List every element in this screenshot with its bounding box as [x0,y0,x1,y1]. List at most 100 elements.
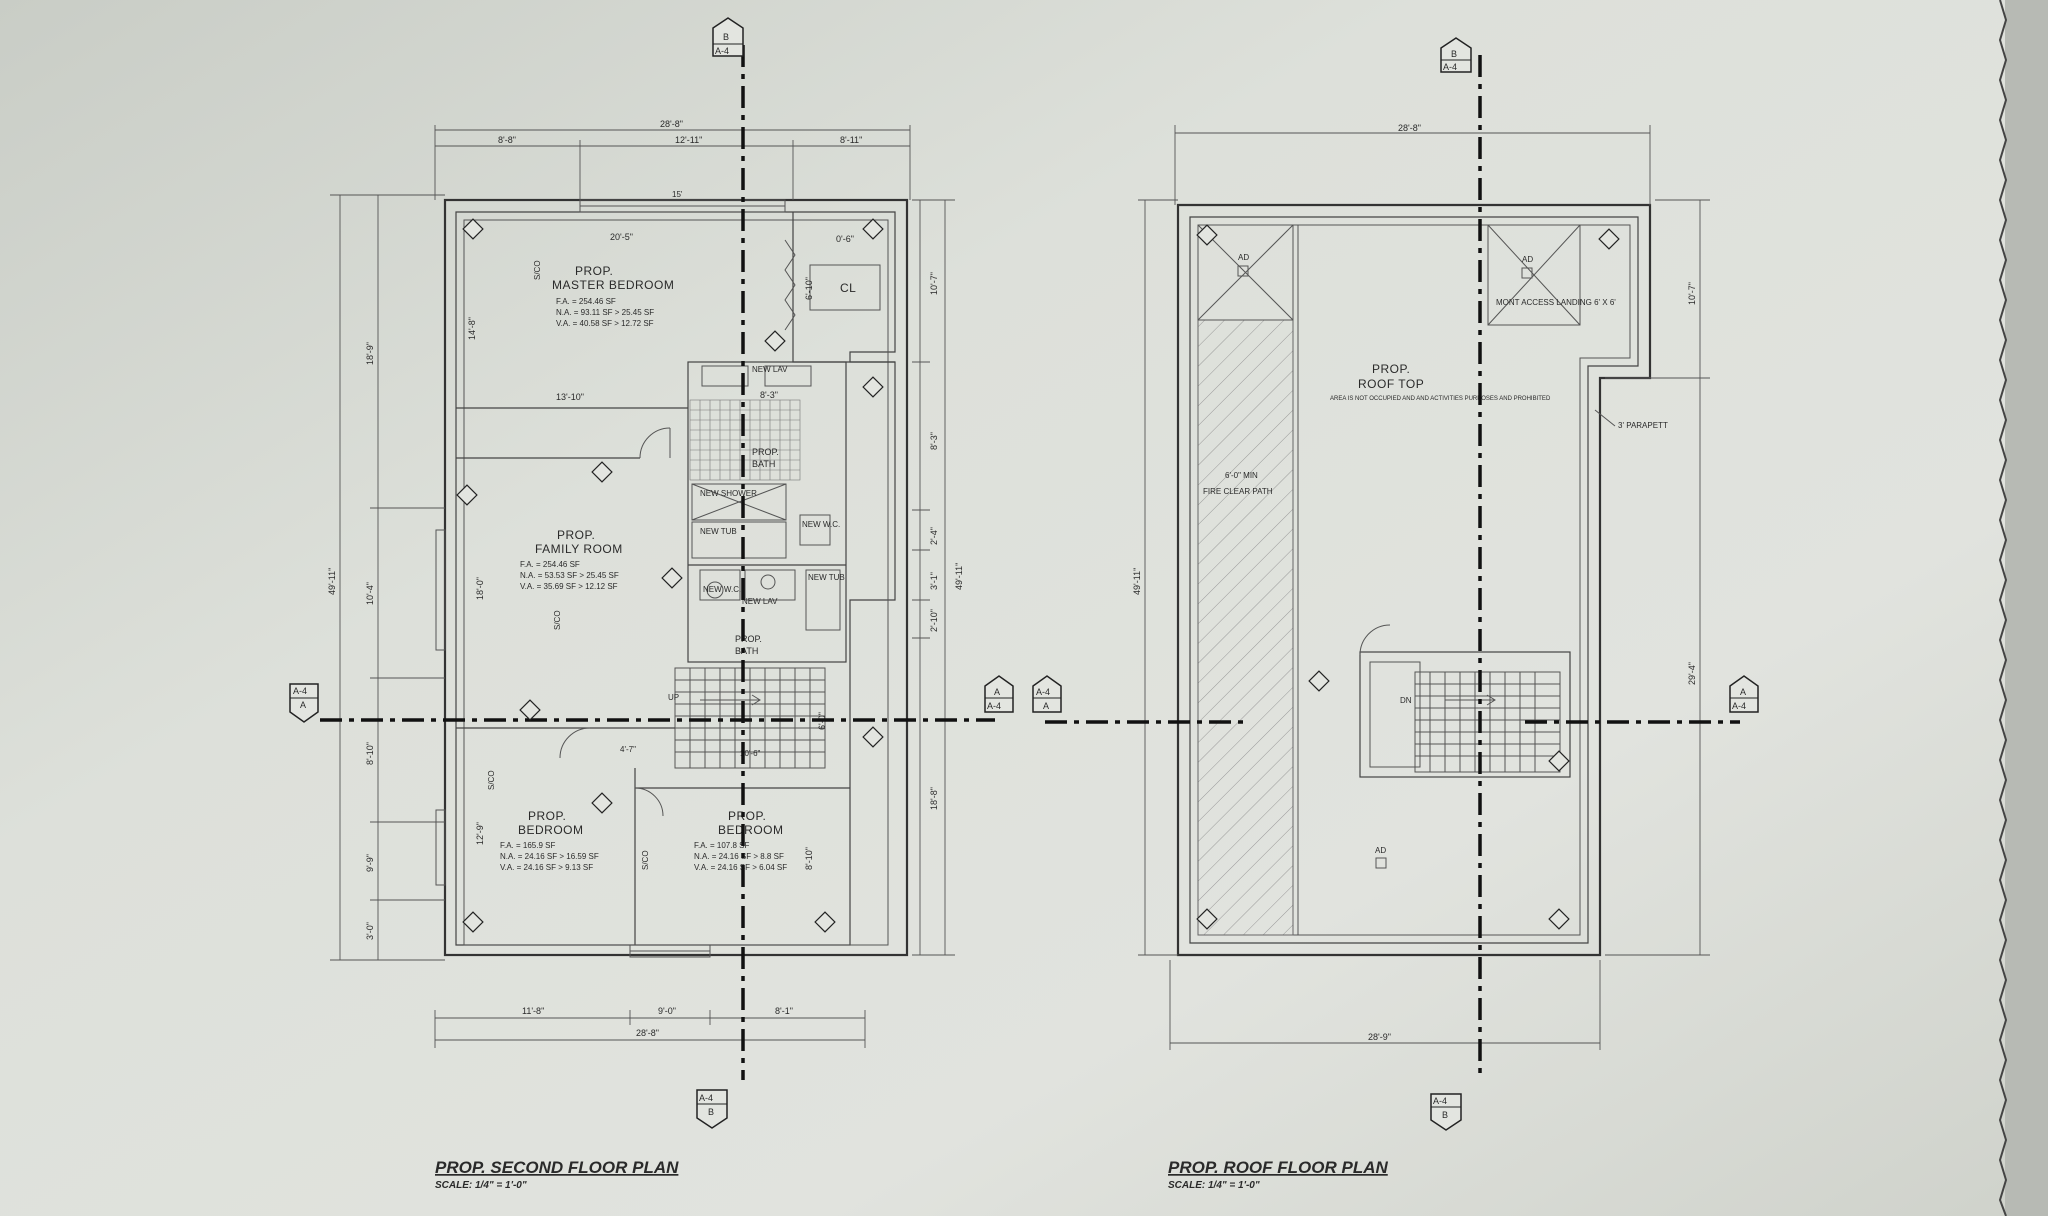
sf-window-dim: 15' [672,190,683,199]
family-name2: FAMILY ROOM [535,542,623,556]
family-height: 18'-0" [475,577,485,600]
sf-overall-height-left: 49'-11" [327,568,337,595]
bath2-name2: BATH [735,646,758,656]
stair-dim: 10'-6" [740,749,761,758]
roof-floor-plan: 6'-0" MIN FIRE CLEAR PATH MONT ACCESS LA… [1032,37,1759,1191]
bath-core [687,361,847,663]
sf-right-dim-4: 3'-1" [929,572,939,590]
section-a-letter-right: A [994,687,1000,697]
bed1-name2: BEDROOM [518,823,584,837]
sf-left-dim-5: 3'-0" [365,922,375,940]
sf-top-dim-1: 8'-8" [498,135,516,145]
shower-fixture [691,483,787,521]
bed1-height: 12'-9" [475,822,485,845]
wc2-label: NEW W.C. [703,585,741,594]
family-fa: F.A. = 254.46 SF [520,560,580,569]
bath1-name2: BATH [752,459,775,469]
ad-2: AD [1522,255,1533,264]
second-floor-plan: CL NEW LAV PROP. BATH NEW SHOWER [289,17,1014,1191]
sf-overall-width: 28'-8" [660,119,683,129]
roof-floor-scale: SCALE: 1/4" = 1'-0" [1168,1180,1260,1191]
sf-left-dim-3: 8'-10" [365,742,375,765]
section-a-sheet-right: A-4 [987,701,1001,711]
master-va: V.A. = 40.58 SF > 12.72 SF [556,319,654,328]
bed2-fa: F.A. = 107.8 SF [694,841,749,850]
left-window [435,529,446,651]
fire-clear-path [1197,319,1294,936]
master-height: 14'-8" [467,317,477,340]
tub1-fixture [691,521,787,559]
sf-bottom-dim-2: 9'-0" [658,1006,676,1016]
sf-bottom-overall: 28'-8" [636,1028,659,1038]
bath1-tile-floor [689,399,801,481]
sf-left-dim-4: 9'-9" [365,854,375,872]
roof-column-tags [1196,224,1620,930]
sf-right-dim-7: 18'-8" [929,787,939,810]
family-na: N.A. = 53.53 SF > 25.45 SF [520,571,619,580]
bed1-fa: F.A. = 165.9 SF [500,841,555,850]
roof-a-sheet-left: A-4 [1036,687,1050,697]
hall-dim: 4'-7" [620,745,636,754]
fire-path-label: FIRE CLEAR PATH [1203,487,1273,496]
sf-bottom-dim-1: 11'-8" [522,1006,544,1016]
bed2-name1: PROP. [728,809,766,823]
sf-left-dim-1: 18'-9" [365,342,375,365]
stair-up-label: UP [668,693,679,702]
roof-name2: ROOF TOP [1358,377,1424,391]
roof-a-letter-left: A [1043,701,1049,711]
ad-3: AD [1375,846,1386,855]
roof-section-marker-b-top: B A-4 [1440,37,1472,73]
sf-right-dim-3: 2'-4" [929,527,939,545]
sf-left-dim-2: 10'-4" [365,582,375,605]
second-floor-title: PROP. SECOND FLOOR PLAN [435,1158,679,1177]
shower-label: NEW SHOWER [700,489,757,498]
master-width: 20'-5" [610,232,633,242]
smoke-detector-2: S/CO [553,610,562,630]
roof-right-dim-2: 29'-4" [1687,662,1697,685]
master-name2: MASTER BEDROOM [552,278,674,292]
second-floor-stair: UP 10'-6" [668,667,826,769]
sf-bottom-dim-3: 8'-1" [775,1006,793,1016]
column-tags [456,218,884,933]
bath1-name1: PROP. [752,447,779,457]
section-marker-a-right: A A-4 [984,675,1014,713]
bath2-lav-label: NEW LAV [742,597,778,606]
sf-overall-height-right: 49'-11" [954,563,964,590]
roof-name1: PROP. [1372,362,1410,376]
second-floor-scale: SCALE: 1/4" = 1'-0" [435,1180,527,1191]
parapet-label: 3' PARAPETT [1618,421,1668,430]
closet-label: CL [840,281,856,295]
roof-stair-dn: DN [1400,696,1412,705]
smoke-detector-4: S/CO [641,850,650,870]
section-marker-b-bottom: A-4 B [696,1089,728,1129]
master-name1: PROP. [575,264,613,278]
closet-width: 0'-6" [836,234,854,244]
roof-b-sheet-bottom: A-4 [1433,1096,1447,1106]
ad-1: AD [1238,253,1249,262]
fire-path-width: 6'-0" MIN [1225,471,1258,480]
roof-b-letter-bottom: B [1442,1110,1448,1120]
family-name1: PROP. [557,528,595,542]
family-va: V.A. = 35.69 SF > 12.12 SF [520,582,618,591]
roof-a-letter-right: A [1740,687,1746,697]
section-b-letter-top: B [723,32,729,42]
master-na: N.A. = 93.11 SF > 25.45 SF [556,308,654,317]
roof-a-sheet-right: A-4 [1732,701,1746,711]
roof-section-marker-a-right: A A-4 [1729,675,1759,713]
sf-right-dim-1: 10'-7" [929,272,939,295]
section-a-letter-left: A [300,700,306,710]
roof-section-marker-a-left: A-4 A [1032,675,1062,713]
section-marker-b-top: B A-4 [712,17,744,57]
smoke-detector-3: S/CO [487,770,496,790]
roof-access-landing [1487,224,1581,326]
roof-b-sheet-top: A-4 [1443,62,1457,72]
wc1-label: NEW W.C. [802,520,840,529]
sf-right-dim-2: 8'-3" [929,432,939,450]
tub1-label: NEW TUB [700,527,737,536]
closet-depth: 6'-10" [804,277,814,300]
bed1-va: V.A. = 24.16 SF > 9.13 SF [500,863,593,872]
bed2-na: N.A. = 24.16 SF > 8.8 SF [694,852,784,861]
roof-bottom-overall: 28'-9" [1368,1032,1391,1042]
roof-floor-title: PROP. ROOF FLOOR PLAN [1168,1158,1388,1177]
